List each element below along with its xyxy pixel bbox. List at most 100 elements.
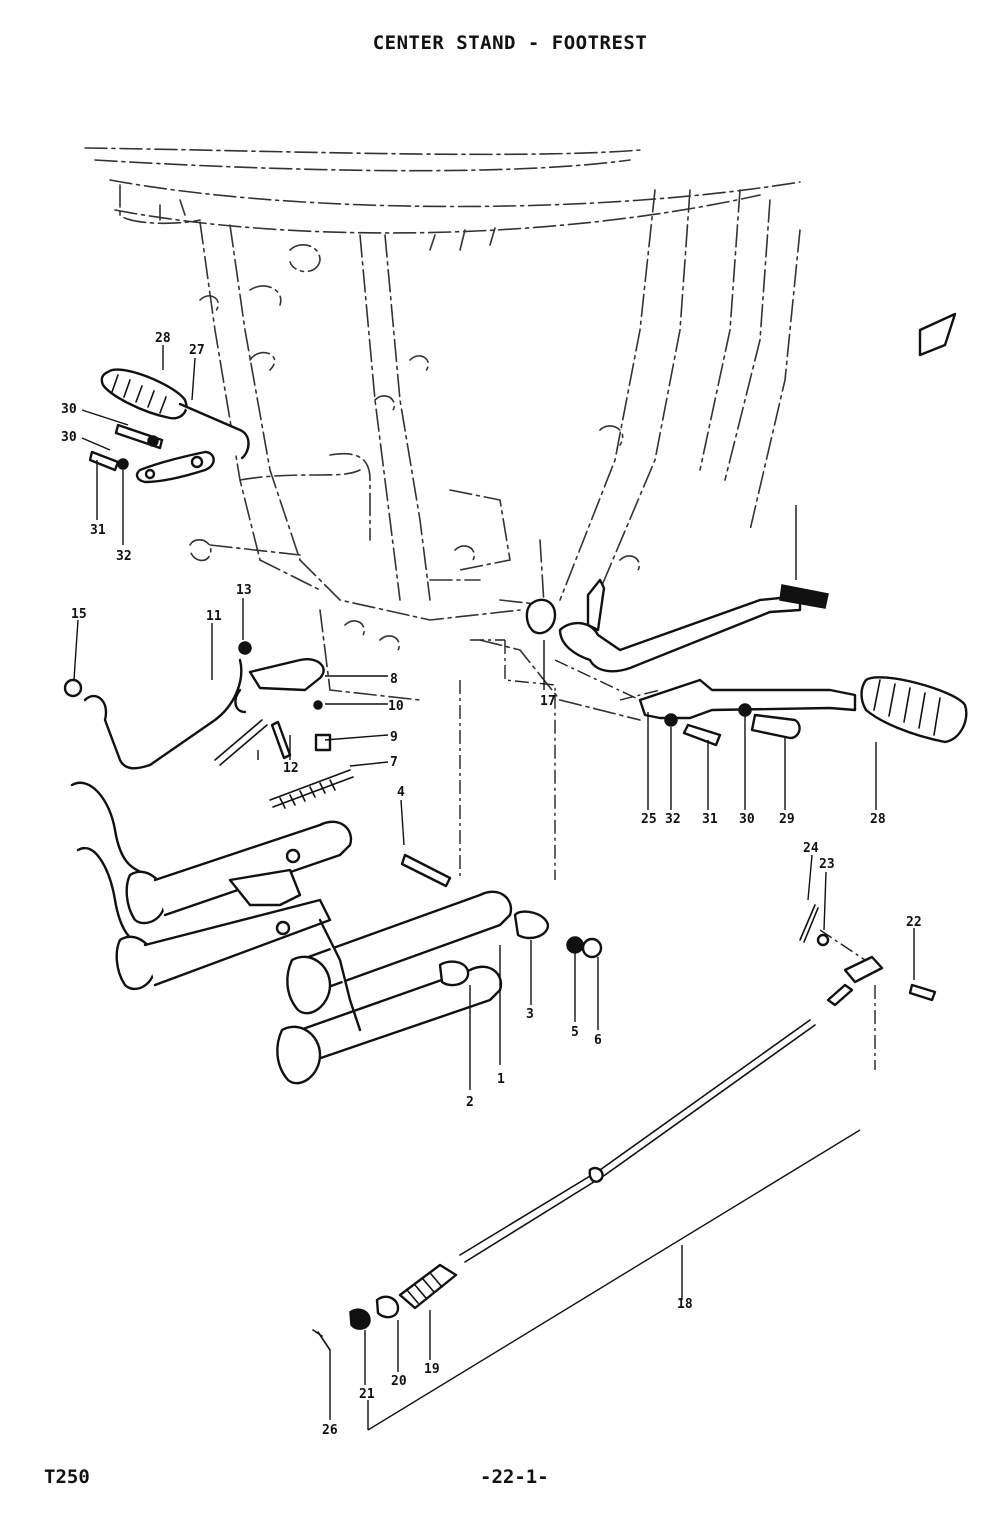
cotter-pin-26	[312, 1329, 331, 1351]
rod-joint-20	[375, 1295, 400, 1319]
stand-cross-tube	[318, 918, 362, 1032]
stand-arm-link	[83, 658, 243, 770]
callout-28-right: 28	[870, 812, 886, 827]
callout-5: 5	[571, 1025, 579, 1040]
stand-bolt	[400, 853, 452, 888]
callout-15: 15	[71, 607, 87, 622]
stand-springs-and-links	[63, 641, 354, 809]
small-washer	[313, 700, 323, 710]
callout-9: 9	[390, 730, 398, 745]
link-arm	[234, 688, 247, 714]
callout-32-right: 32	[665, 812, 681, 827]
footrest-rubber-right	[860, 676, 968, 744]
callout-8: 8	[390, 672, 398, 687]
part-22-bolt	[908, 983, 937, 1002]
stand-tab	[285, 848, 301, 864]
callout-6: 6	[594, 1033, 602, 1048]
washer-right	[664, 713, 678, 727]
chassis-fragment	[918, 312, 957, 357]
callout-12: 12	[283, 761, 299, 776]
stand-cross-bracket	[228, 868, 302, 907]
stand-foot-right-upper	[286, 955, 332, 1015]
footrest-pin-left	[88, 450, 120, 472]
stand-washer	[566, 936, 584, 954]
footrest-nut-right	[738, 703, 752, 717]
callout-20: 20	[391, 1374, 407, 1389]
stand-plate	[248, 658, 325, 692]
brake-pedal-lever	[586, 578, 606, 632]
page-title: CENTER STAND - FOOTREST	[372, 32, 648, 54]
footrest-rubber-left	[100, 368, 188, 420]
callout-labels: 1 2 3 4 5 6 7 8 9 10 11 12 13 15 17 18 1…	[61, 331, 922, 1438]
bracket-hole	[144, 468, 156, 480]
page-number: -22-1-	[480, 1466, 549, 1488]
frame-outline	[84, 147, 801, 721]
callout-24: 24	[803, 841, 819, 856]
rod-joint	[843, 955, 884, 984]
spring-24	[799, 904, 819, 943]
callout-26: 26	[322, 1423, 338, 1438]
brake-pedal-bush	[525, 598, 557, 635]
model-code: T250	[44, 1466, 90, 1488]
callout-11: 11	[206, 609, 222, 624]
callout-leaders	[73, 345, 915, 1431]
rod-end	[826, 983, 854, 1007]
stand-arm-upper	[153, 820, 353, 917]
stand-leg-curve-back	[70, 781, 152, 877]
bracket-hole	[190, 455, 204, 469]
stand-foot-back	[125, 870, 167, 925]
rod-ferrule	[588, 1166, 604, 1183]
footrest-pin-right	[750, 713, 801, 740]
brake-rod-spring	[398, 1263, 458, 1310]
callout-25: 25	[641, 812, 657, 827]
spring-hook-bolt	[270, 720, 292, 760]
stand-pin	[314, 733, 332, 752]
assembly-lines	[459, 639, 876, 1070]
right-footrest-assembly	[638, 676, 968, 747]
callout-13: 13	[236, 583, 252, 598]
callout-22: 22	[906, 915, 922, 930]
callout-4: 4	[397, 785, 405, 800]
callout-21: 21	[359, 1387, 375, 1402]
spring-1	[214, 719, 268, 766]
callout-19: 19	[424, 1362, 440, 1377]
callout-31-left: 31	[90, 523, 106, 538]
footrest-bar-left	[178, 402, 250, 460]
brake-pedal-rubber	[779, 584, 829, 609]
callout-31-right: 31	[702, 812, 718, 827]
footrest-bolt-right	[682, 723, 722, 747]
callout-18: 18	[677, 1297, 693, 1312]
brake-pedal-arm	[558, 594, 802, 673]
plate-nut	[238, 641, 252, 655]
footrest-bracket-right	[638, 678, 857, 720]
washer-left	[117, 458, 129, 470]
callout-27: 27	[189, 343, 205, 358]
callout-30-b: 30	[61, 430, 77, 445]
footrest-nut-left	[147, 435, 159, 447]
left-footrest-assembly	[88, 368, 250, 484]
stand-tab	[275, 920, 291, 936]
brake-pedal-assembly	[525, 578, 829, 673]
callout-32-left: 32	[116, 549, 132, 564]
stand-bracket-right	[438, 960, 470, 987]
stand-arm-right-upper	[298, 890, 513, 992]
callout-17: 17	[540, 694, 556, 709]
callout-10: 10	[388, 699, 404, 714]
center-stand-assembly	[70, 781, 603, 1085]
callout-28: 28	[155, 331, 171, 346]
part-23	[816, 933, 830, 947]
callout-23: 23	[819, 857, 835, 872]
callout-7: 7	[390, 755, 398, 770]
callout-1: 1	[497, 1072, 505, 1087]
rod-nut-21	[349, 1308, 371, 1330]
brake-rod-assembly	[312, 955, 884, 1351]
callout-3: 3	[526, 1007, 534, 1022]
brake-rod	[459, 1019, 811, 1256]
stand-bushing	[513, 910, 550, 940]
stand-foot-right-lower	[276, 1025, 322, 1085]
callout-30-a: 30	[61, 402, 77, 417]
stand-foot-front	[115, 935, 157, 991]
callout-2: 2	[466, 1095, 474, 1110]
